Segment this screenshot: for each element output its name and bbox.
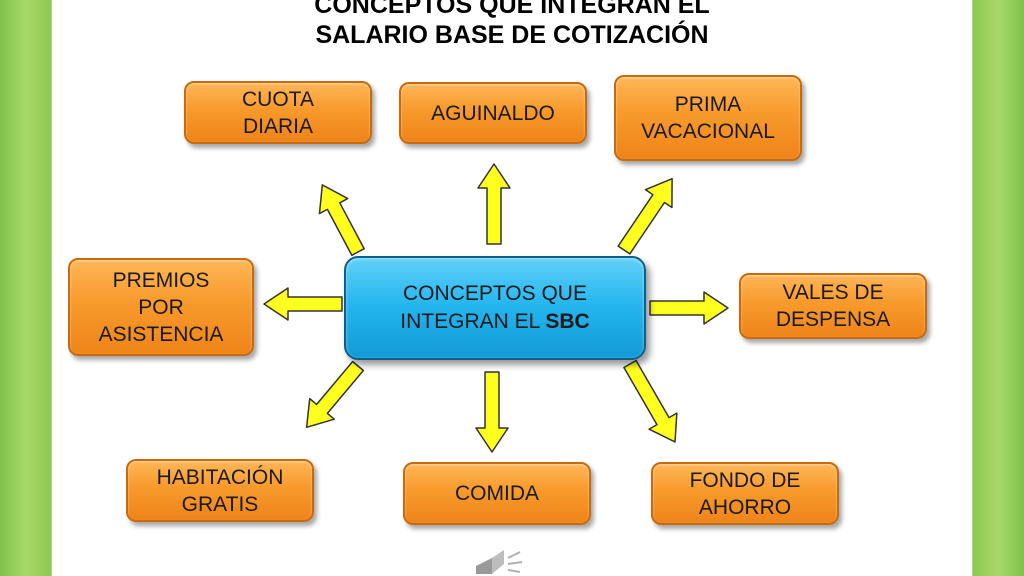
center-line-2: INTEGRAN EL SBC bbox=[400, 308, 589, 336]
arrow-up-right bbox=[617, 177, 673, 255]
box-cuota-diaria: CUOTA DIARIA bbox=[184, 81, 372, 144]
box-prima-vacacional: PRIMA VACACIONAL bbox=[614, 75, 802, 161]
arrow-down-left bbox=[305, 360, 365, 429]
box-vales-despensa: VALES DE DESPENSA bbox=[739, 273, 927, 339]
box-habitacion-gratis: HABITACIÓN GRATIS bbox=[126, 459, 314, 522]
arrow-down bbox=[475, 371, 509, 453]
speaker-icon bbox=[476, 550, 523, 574]
box-fondo-ahorro: FONDO DE AHORRO bbox=[651, 462, 839, 525]
arrow-right bbox=[649, 291, 729, 325]
title-line-2: SALARIO BASE DE COTIZACIÓN bbox=[315, 21, 709, 49]
box-aguinaldo: AGUINALDO bbox=[399, 82, 587, 144]
arrow-up-left bbox=[318, 184, 365, 257]
slide-title: CONCEPTOS QUE INTEGRAN EL SALARIO BASE D… bbox=[0, 0, 1024, 50]
box-premios-asistencia: PREMIOS POR ASISTENCIA bbox=[68, 258, 254, 356]
arrow-up bbox=[477, 163, 511, 245]
title-line-1: CONCEPTOS QUE INTEGRAN EL bbox=[314, 0, 710, 19]
center-line-2-prefix: INTEGRAN EL bbox=[400, 310, 546, 333]
box-comida: COMIDA bbox=[403, 462, 591, 525]
center-box-sbc: CONCEPTOS QUE INTEGRAN EL SBC bbox=[344, 256, 646, 360]
center-line-1: CONCEPTOS QUE bbox=[403, 282, 587, 305]
center-line-2-bold: SBC bbox=[545, 310, 590, 333]
arrow-left bbox=[263, 287, 343, 321]
arrow-down-right bbox=[623, 359, 678, 443]
